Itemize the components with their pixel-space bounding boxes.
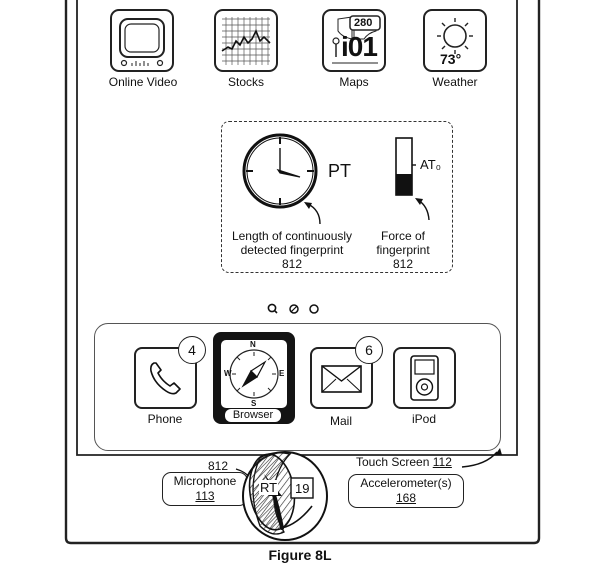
chart-icon bbox=[221, 17, 271, 65]
touch-screen-label: Touch Screen 112 bbox=[356, 455, 452, 469]
gauge-threshold-label: AT₀ bbox=[420, 157, 442, 172]
map-sign-large: i01 bbox=[341, 31, 378, 62]
force-caption-line: Force of bbox=[380, 229, 425, 243]
timer-dial bbox=[242, 133, 318, 209]
accelerometer-callout: Accelerometer(s) 168 bbox=[348, 474, 464, 508]
dock-label: iPod bbox=[411, 412, 437, 426]
app-label: Maps bbox=[339, 75, 369, 89]
caption-arrows bbox=[304, 198, 430, 225]
compass-s: S bbox=[251, 399, 257, 408]
dock-label: Phone bbox=[147, 412, 183, 426]
length-caption-line: detected fingerprint bbox=[240, 243, 344, 257]
dock bbox=[94, 323, 501, 451]
app-label: Stocks bbox=[227, 75, 264, 89]
microphone-ref: 113 bbox=[195, 489, 215, 503]
compass-e: E bbox=[279, 369, 285, 378]
map-icon bbox=[332, 15, 381, 64]
force-caption-line: fingerprint bbox=[376, 243, 430, 257]
dial-label: PT bbox=[328, 161, 352, 181]
dock-icon-browser[interactable]: N S W E Browser bbox=[213, 332, 295, 424]
app-icon-stocks[interactable] bbox=[214, 9, 278, 72]
dock-icon-mail[interactable] bbox=[310, 347, 373, 409]
phone-icon bbox=[150, 362, 181, 395]
sensor-ref-label: 19 bbox=[295, 481, 310, 496]
microphone-callout: Microphone 113 bbox=[162, 472, 248, 506]
compass-w: W bbox=[224, 369, 232, 378]
compass-icon bbox=[229, 349, 279, 399]
force-caption-ref: 812 bbox=[392, 257, 414, 271]
dock-label: Mail bbox=[329, 414, 352, 428]
length-caption: Length of continuously detected fingerpr… bbox=[222, 229, 362, 271]
touch-screen-ref: 112 bbox=[432, 455, 452, 469]
fingerprint-ref-label: 812 bbox=[208, 459, 229, 473]
map-sign-number: 280 bbox=[354, 17, 373, 29]
weather-temp: 73° bbox=[440, 51, 462, 67]
touch-screen-text: Touch Screen bbox=[356, 455, 430, 469]
microphone-text: Microphone bbox=[173, 474, 237, 488]
compass-n: N bbox=[250, 340, 256, 349]
app-icon-maps[interactable]: 280 i01 bbox=[322, 9, 386, 72]
mail-badge: 6 bbox=[355, 336, 383, 364]
tv-icon bbox=[119, 18, 165, 67]
home-button-rt-label: RT bbox=[259, 480, 279, 495]
page-dot-inactive bbox=[309, 304, 319, 314]
home-button[interactable] bbox=[238, 448, 334, 544]
sun-icon bbox=[437, 18, 473, 54]
phone-badge: 4 bbox=[178, 336, 206, 364]
dock-icon-phone[interactable] bbox=[134, 347, 197, 409]
figure-caption: Figure 8L bbox=[268, 547, 332, 563]
page-dot-active bbox=[289, 304, 299, 314]
search-page-icon bbox=[267, 303, 278, 314]
app-label: Online Video bbox=[108, 75, 178, 89]
accelerometer-ref: 168 bbox=[395, 491, 417, 505]
ipod-icon bbox=[410, 355, 439, 401]
fingerprint-indicator-panel bbox=[221, 121, 453, 273]
browser-label: Browser bbox=[225, 409, 281, 422]
length-caption-line: Length of continuously bbox=[231, 229, 353, 243]
app-icon-online-video[interactable] bbox=[110, 9, 174, 72]
dock-icon-ipod[interactable] bbox=[393, 347, 456, 409]
force-gauge bbox=[395, 137, 416, 196]
length-caption-ref: 812 bbox=[281, 257, 303, 271]
envelope-icon bbox=[321, 365, 362, 393]
force-caption: Force of fingerprint 812 bbox=[364, 229, 442, 271]
accelerometer-text: Accelerometer(s) bbox=[360, 476, 452, 490]
app-icon-weather[interactable]: 73° bbox=[423, 9, 487, 72]
finger-arrow-icon bbox=[281, 505, 313, 529]
page-indicator[interactable] bbox=[266, 302, 322, 316]
app-label: Weather bbox=[432, 75, 478, 89]
